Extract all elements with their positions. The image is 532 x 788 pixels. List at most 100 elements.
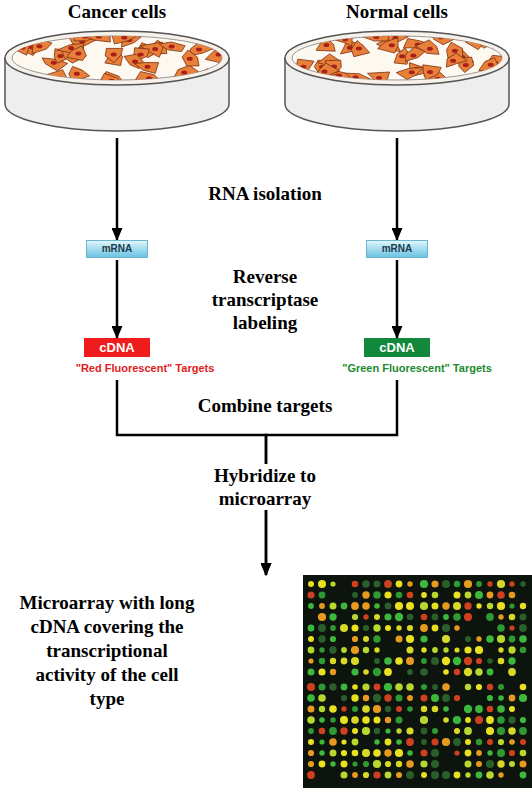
array-spot — [442, 580, 450, 588]
cell-nucleus — [23, 35, 29, 39]
array-spot — [307, 771, 315, 779]
array-spot — [341, 603, 348, 610]
array-spot — [465, 717, 471, 723]
array-spot — [373, 668, 381, 676]
array-spot — [464, 668, 472, 676]
array-spot — [407, 625, 413, 631]
array-spot — [509, 614, 516, 621]
array-spot — [373, 760, 381, 768]
array-spot — [329, 738, 337, 746]
array-spot — [307, 694, 315, 702]
array-spot — [497, 727, 505, 735]
array-spot — [363, 761, 369, 767]
array-spot — [373, 694, 381, 702]
array-spot — [307, 683, 315, 691]
array-spot — [487, 695, 493, 701]
array-spot — [487, 669, 494, 676]
array-spot — [487, 750, 492, 755]
array-spot — [442, 602, 449, 609]
cell — [446, 53, 467, 67]
array-spot — [453, 657, 461, 665]
cell-nucleus — [301, 65, 307, 69]
array-spot — [509, 739, 515, 745]
array-spot — [407, 695, 413, 701]
array-spot — [352, 728, 358, 734]
array-spot — [509, 636, 516, 643]
array-spot — [464, 727, 472, 735]
array-spot — [352, 614, 358, 620]
array-spot — [406, 683, 414, 691]
flow-arrow — [396, 260, 399, 338]
array-spot — [432, 739, 439, 746]
cell — [423, 65, 441, 80]
array-spot — [520, 614, 527, 621]
array-spot — [486, 635, 494, 643]
cell-nucleus — [187, 57, 193, 61]
array-spot — [373, 591, 381, 599]
array-spot — [373, 705, 381, 713]
array-spot — [385, 761, 391, 767]
array-spot — [396, 592, 403, 599]
petri-dish — [2, 28, 232, 136]
array-spot — [498, 695, 504, 701]
array-spot — [498, 772, 503, 777]
cell — [32, 38, 52, 54]
cell — [105, 48, 123, 62]
array-spot — [362, 705, 370, 713]
array-spot — [497, 580, 505, 588]
cell-nucleus — [75, 52, 81, 56]
array-spot — [509, 750, 515, 756]
array-spot — [443, 647, 448, 652]
array-spot — [432, 647, 438, 653]
array-spot — [319, 750, 324, 755]
array-spot — [341, 695, 347, 701]
array-spot — [476, 772, 483, 779]
array-spot — [487, 592, 494, 599]
array-spot — [487, 706, 494, 713]
array-spot — [330, 750, 337, 757]
array-spot — [406, 635, 414, 643]
array-spot — [519, 727, 527, 735]
array-spot — [454, 695, 460, 701]
array-spot — [520, 684, 527, 691]
cell-nucleus — [463, 63, 469, 67]
target-caption: "Red Fluorescent" Targets — [60, 361, 230, 375]
cell — [69, 66, 90, 81]
array-spot — [308, 658, 313, 663]
cell-nucleus — [111, 53, 117, 57]
cell — [405, 47, 425, 61]
cell — [296, 59, 314, 75]
array-spot — [431, 749, 439, 757]
array-spot — [454, 728, 460, 734]
array-spot — [318, 668, 325, 675]
mrna-label: mRNA — [366, 240, 428, 258]
array-spot — [454, 750, 459, 755]
array-spot — [330, 717, 336, 723]
array-spot — [307, 716, 315, 724]
array-spot — [406, 727, 413, 734]
array-spot — [497, 624, 505, 632]
cell — [368, 72, 390, 86]
array-spot — [465, 739, 471, 745]
array-spot — [476, 684, 482, 690]
array-spot — [454, 669, 460, 675]
array-spot — [329, 705, 337, 713]
array-spot — [341, 750, 347, 756]
array-spot — [497, 760, 504, 767]
cell-layer — [10, 30, 230, 87]
cell-nucleus — [452, 49, 458, 53]
array-spot — [308, 647, 315, 654]
array-spot — [352, 706, 358, 712]
array-spot — [509, 706, 515, 712]
array-spot — [421, 706, 427, 712]
array-spot — [362, 683, 369, 690]
cell-nucleus — [58, 76, 64, 80]
array-spot — [319, 706, 325, 712]
array-spot — [486, 716, 494, 724]
mrna-box: mRNA — [86, 240, 148, 258]
array-spot — [442, 657, 450, 665]
array-spot — [464, 580, 472, 588]
array-spot — [374, 603, 380, 609]
array-spot — [407, 706, 413, 712]
